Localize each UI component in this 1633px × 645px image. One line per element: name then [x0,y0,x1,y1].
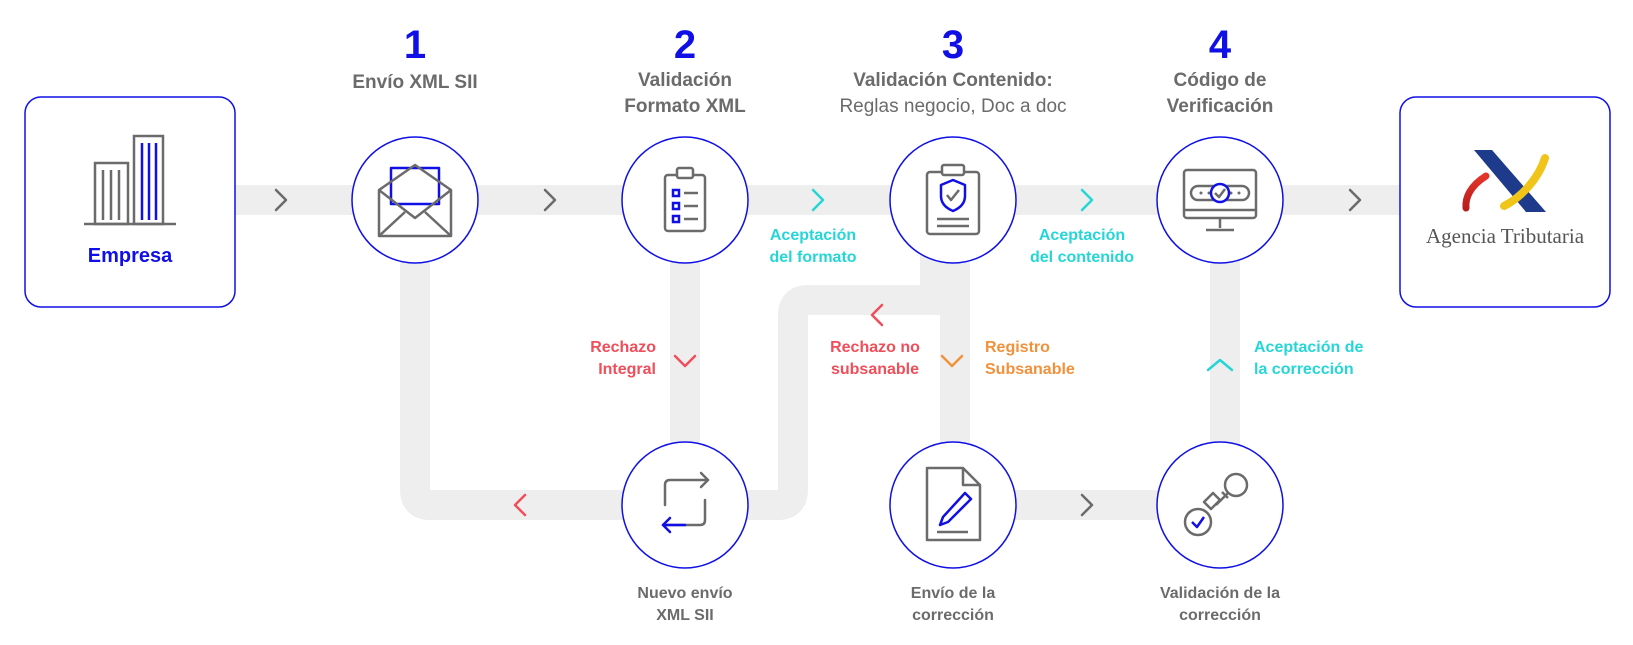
empresa-label: Empresa [88,245,173,267]
return-track-left [400,230,690,520]
document-pen-icon [925,466,982,542]
chevron-right-icon [1080,188,1094,212]
monitor-check-icon [1182,168,1258,232]
step-node-3 [889,136,1017,264]
step-header-2: 2 Validación Formato XML [624,23,746,117]
svg-text:Registro: Registro [985,339,1050,356]
svg-text:del formato: del formato [769,249,856,266]
correction-node [889,441,1017,569]
step-header-3: 3 Validación Contenido: Reglas negocio, … [839,23,1066,117]
svg-text:Nuevo envío: Nuevo envío [637,585,732,602]
step-node-2 [621,136,749,264]
step-number: 3 [942,23,964,67]
agencia-label: Agencia Tributaria [1426,224,1585,248]
svg-text:del contenido: del contenido [1030,249,1134,266]
svg-text:subsanable: subsanable [831,361,919,378]
svg-text:corrección: corrección [912,607,994,624]
chevron-down-icon [940,354,964,368]
chevron-right-icon [543,188,557,212]
svg-text:Aceptación: Aceptación [770,227,856,244]
building-icon [84,134,176,226]
flow-chevrons [274,188,1362,517]
step-header-1: 1 Envío XML SII [352,23,477,93]
resend-node [621,441,749,569]
step-node-1 [351,136,479,264]
svg-text:la corrección: la corrección [1254,361,1354,378]
step-number: 2 [674,23,696,67]
label-rechazo-no-subsanable: Rechazo no subsanable [830,339,920,378]
caption-validacion-correccion: Validación de la corrección [1160,585,1280,624]
stamp-icon [1183,472,1249,537]
label-registro-subsanable: Registro Subsanable [985,339,1075,378]
svg-text:XML SII: XML SII [656,607,714,624]
step-title-line2: Verificación [1167,96,1274,117]
caption-nuevo-envio: Nuevo envío XML SII [637,585,732,624]
resend-arrows-icon [661,471,710,534]
chevron-right-icon [1080,493,1094,517]
step-number: 4 [1209,23,1232,67]
svg-text:Aceptación: Aceptación [1039,227,1125,244]
envelope-icon [377,163,453,238]
correction-validation-node [1156,441,1284,569]
caption-envio-correccion: Envío de la corrección [911,585,996,624]
step-title: Envío XML SII [352,72,477,93]
chevron-left-icon [870,303,884,327]
svg-text:Rechazo no: Rechazo no [830,339,920,356]
step-header-4: 4 Código de Verificación [1167,23,1274,117]
chevron-right-icon [274,188,288,212]
svg-text:corrección: corrección [1179,607,1261,624]
step-node-4 [1156,136,1284,264]
chevron-right-icon [811,188,825,212]
label-rechazo-integral: Rechazo Integral [590,339,656,378]
checklist-icon [663,166,707,233]
step-subtitle: Reglas negocio, Doc a doc [839,96,1066,117]
svg-text:Validación de la: Validación de la [1160,585,1280,602]
chevron-right-icon [1348,188,1362,212]
svg-text:Aceptación de: Aceptación de [1254,339,1363,356]
chevron-down-icon [673,354,697,368]
step-title: Validación [638,70,732,91]
chevron-left-icon [513,493,527,517]
agencia-tributaria-box: Agencia Tributaria [1399,96,1611,308]
label-aceptacion-contenido: Aceptación del contenido [1030,227,1134,266]
svg-text:Envío de la: Envío de la [911,585,996,602]
chevron-up-icon [1206,358,1234,372]
step-title: Validación Contenido: [853,70,1053,91]
step-title-line2: Formato XML [624,96,746,117]
step-number: 1 [404,23,426,67]
label-aceptacion-formato: Aceptación del formato [769,227,856,266]
svg-text:Subsanable: Subsanable [985,361,1075,378]
step-title: Código de [1174,70,1267,91]
agencia-logo [1462,150,1549,212]
svg-text:Integral: Integral [598,361,656,378]
shield-clipboard-icon [925,163,981,236]
svg-text:Rechazo: Rechazo [590,339,656,356]
empresa-box: Empresa [24,96,236,308]
reject-track-content [740,240,950,520]
label-aceptacion-correccion: Aceptación de la corrección [1254,339,1363,378]
